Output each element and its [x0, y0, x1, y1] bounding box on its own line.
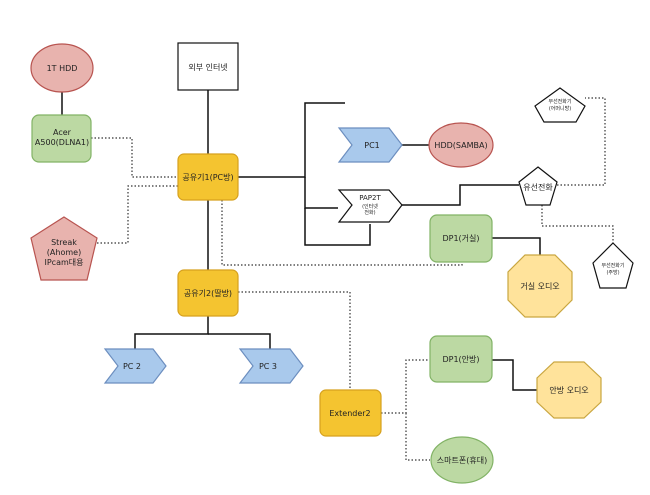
cordless-top-label-line1: 무선전화기: [548, 98, 571, 105]
node-shape: [429, 214, 493, 263]
node-shape: [177, 269, 239, 317]
node-router2: 공유기2(딸방): [177, 269, 239, 317]
streak-label-line3: IPcam대용: [45, 258, 84, 267]
edge-router2-pc3: [208, 333, 271, 349]
router1-label: 공유기1(PC방): [182, 172, 233, 182]
node-dp1-living: DP1(거실): [429, 214, 493, 263]
node-anbang-audio: 안방 오디오: [536, 361, 602, 419]
node-pc1: PC1: [337, 127, 403, 163]
node-shape: [337, 189, 403, 223]
hdd-samba-label: HDD(SAMBA): [434, 141, 487, 150]
wired-phone-label: 유선전화: [523, 182, 553, 192]
cordless-bottom-label-line2: (주방): [606, 269, 619, 276]
smartphone-label: 스마트폰(휴대): [437, 456, 487, 465]
node-cordless-top: 무선전화기 (어머니방): [534, 87, 586, 123]
edge-bus-dp1-living: [304, 208, 371, 246]
edge-extender-dp1anbang: [381, 359, 430, 414]
node-shape: [428, 122, 494, 168]
node-pc3: PC 3: [238, 348, 304, 384]
node-shape: [30, 216, 98, 281]
node-extender: Extender2: [319, 389, 382, 437]
node-pc2: PC 2: [103, 348, 167, 384]
edge-extender-smartphone: [405, 413, 430, 461]
living-audio-label: 거실 오디오: [520, 281, 559, 291]
edges: [61, 90, 614, 461]
extender-label: Extender2: [329, 409, 370, 418]
hdd1t-label: 1T HDD: [47, 64, 78, 73]
node-shape: [430, 436, 494, 484]
node-shape: [319, 389, 382, 437]
node-shape: [507, 254, 573, 318]
cordless-bottom-label-line1: 무선전화기: [601, 262, 624, 269]
node-shape: [536, 361, 602, 419]
node-shape: [103, 348, 167, 384]
node-shape: [337, 127, 403, 163]
edge-dp1anbang-audio: [492, 359, 540, 391]
node-shape: [177, 153, 239, 201]
streak-label-line1: Streak: [51, 238, 77, 247]
edge-router2-pc: [134, 316, 209, 349]
streak-label-line2: (Ahome): [47, 248, 81, 257]
pc1-label: PC1: [364, 141, 380, 150]
edge-acer-router1: [91, 137, 178, 178]
anbang-audio-label: 안방 오디오: [549, 385, 588, 395]
edge-router1-dp1living: [221, 200, 463, 266]
node-shape: [429, 335, 493, 383]
pc3-label: PC 3: [259, 362, 277, 371]
edge-phone-cordless-bottom: [541, 205, 614, 243]
internet-label: 외부 인터넷: [188, 62, 227, 72]
node-internet: 외부 인터넷: [177, 42, 239, 91]
node-shape: [177, 42, 239, 91]
pc2-label: PC 2: [123, 362, 141, 371]
edge-bus-pap2t: [304, 177, 338, 209]
pap2t-label-line1: PAP2T: [359, 194, 381, 202]
node-shape: [518, 166, 558, 206]
edge-streak-router1: [97, 185, 178, 244]
node-living-audio: 거실 오디오: [507, 254, 573, 318]
node-hdd-samba: HDD(SAMBA): [428, 122, 494, 168]
node-1t-hdd: 1T HDD: [30, 43, 94, 93]
node-dp1-anbang: DP1(안방): [429, 335, 493, 383]
node-acer: Acer A500(DLNA1): [31, 114, 92, 163]
node-streak: Streak (Ahome) IPcam대용: [30, 216, 98, 281]
edge-router2-extender: [238, 291, 351, 390]
edge-pap2t-phone: [402, 184, 519, 206]
edge-phone-cordless-top: [557, 97, 606, 186]
node-wired-phone: 유선전화: [518, 166, 558, 206]
pap2t-label-line2: (인터넷: [362, 203, 378, 210]
node-shape: [238, 348, 304, 384]
node-pap2t: PAP2T (인터넷 전화): [337, 189, 403, 223]
node-shape: [31, 114, 92, 163]
pap2t-label-line3: 전화): [364, 209, 375, 216]
node-smartphone: 스마트폰(휴대): [430, 436, 494, 484]
node-shape: [592, 242, 634, 289]
node-shape: [534, 87, 586, 123]
acer-label-line1: Acer: [53, 128, 72, 137]
cordless-top-label-line2: (어머니방): [549, 105, 571, 112]
node-router1: 공유기1(PC방): [177, 153, 239, 201]
router2-label: 공유기2(딸방): [184, 288, 232, 298]
dp1-anbang-label: DP1(안방): [442, 354, 479, 364]
node-cordless-bottom: 무선전화기 (주방): [592, 242, 634, 289]
dp1-living-label: DP1(거실): [442, 233, 479, 243]
node-shape: [30, 43, 94, 93]
edge-router1-bus: [238, 102, 345, 178]
acer-label-line2: A500(DLNA1): [35, 138, 89, 147]
edge-dp1living-audio: [492, 237, 541, 255]
